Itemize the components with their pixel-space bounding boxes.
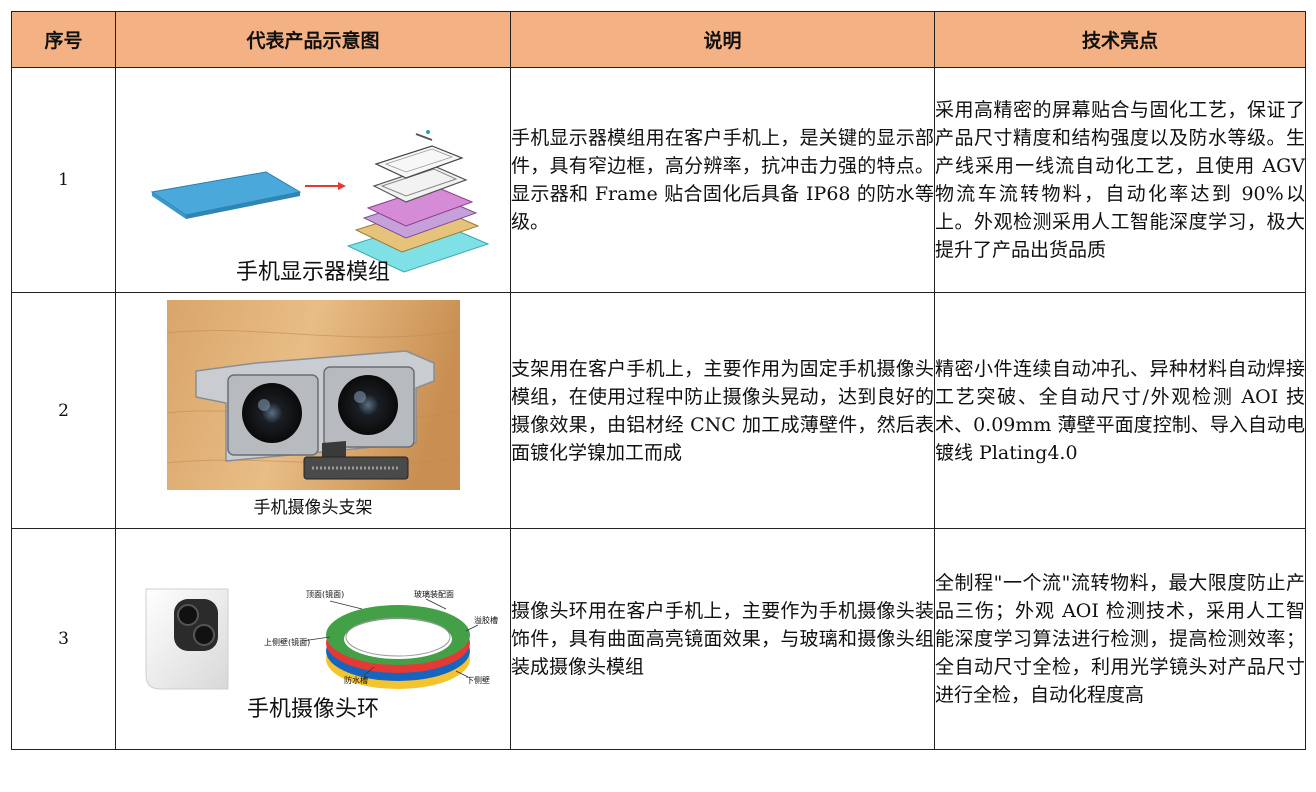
display-module-illustration bbox=[150, 130, 490, 273]
product-image-cell: 手机摄像头支架 bbox=[115, 292, 511, 529]
product-table: 序号 代表产品示意图 说明 技术亮点 1 bbox=[11, 11, 1306, 750]
product-caption: 手机摄像头环 bbox=[246, 697, 379, 722]
highlights-text: 精密小件连续自动冲孔、异种材料自动焊接工艺突破、全自动尺寸/外观检测 AOI 技… bbox=[934, 292, 1306, 529]
ring-label-side-upper: 上侧壁(镜面) bbox=[264, 637, 310, 647]
header-row: 序号 代表产品示意图 说明 技术亮点 bbox=[11, 11, 1306, 68]
ring-label-waterproof: 防水槽 bbox=[344, 675, 368, 685]
product-image-cell: 手机显示器模组 bbox=[115, 67, 511, 293]
table-row: 2 bbox=[11, 292, 1306, 529]
description-text: 摄像头环用在客户手机上，主要作为手机摄像头装饰件，具有曲面高亮镜面效果，与玻璃和… bbox=[510, 528, 935, 750]
row-index: 1 bbox=[11, 67, 116, 293]
camera-ring-illustration: 顶面(镜面) 玻璃装配面 上侧壁(镜面) 溢胶槽 防水槽 下侧壁 bbox=[145, 588, 498, 690]
table-row: 1 手机显示器模组 bbox=[11, 67, 1306, 293]
ring-label-groove: 溢胶槽 bbox=[474, 615, 498, 625]
description-text: 支架用在客户手机上，主要作用为固定手机摄像头模组，在使用过程中防止摄像头晃动，达… bbox=[510, 292, 935, 529]
product-caption: 手机显示器模组 bbox=[235, 260, 390, 285]
table-row: 3 bbox=[11, 528, 1306, 750]
header-description: 说明 bbox=[510, 11, 935, 68]
row-index: 2 bbox=[11, 292, 116, 529]
header-image: 代表产品示意图 bbox=[115, 11, 511, 68]
product-image-cell: 顶面(镜面) 玻璃装配面 上侧壁(镜面) 溢胶槽 防水槽 下侧壁 手机摄像头环 bbox=[115, 528, 511, 750]
camera-bracket-photo bbox=[166, 300, 461, 490]
description-text: 手机显示器模组用在客户手机上，是关键的显示部件，具有窄边框，高分辨率，抗冲击力强… bbox=[510, 67, 935, 293]
header-highlights: 技术亮点 bbox=[934, 11, 1306, 68]
product-caption: 手机摄像头支架 bbox=[253, 498, 373, 518]
row-index: 3 bbox=[11, 528, 116, 750]
ring-label-top: 顶面(镜面) bbox=[306, 589, 344, 599]
ring-label-glass-face: 玻璃装配面 bbox=[414, 589, 454, 599]
header-index: 序号 bbox=[11, 11, 116, 68]
highlights-text: 采用高精密的屏幕贴合与固化工艺，保证了产品尺寸精度和结构强度以及防水等级。生产线… bbox=[934, 67, 1306, 293]
highlights-text: 全制程"一个流"流转物料，最大限度防止产品三伤；外观 AOI 检测技术，采用人工… bbox=[934, 528, 1306, 750]
ring-label-side-lower: 下侧壁 bbox=[466, 675, 490, 685]
